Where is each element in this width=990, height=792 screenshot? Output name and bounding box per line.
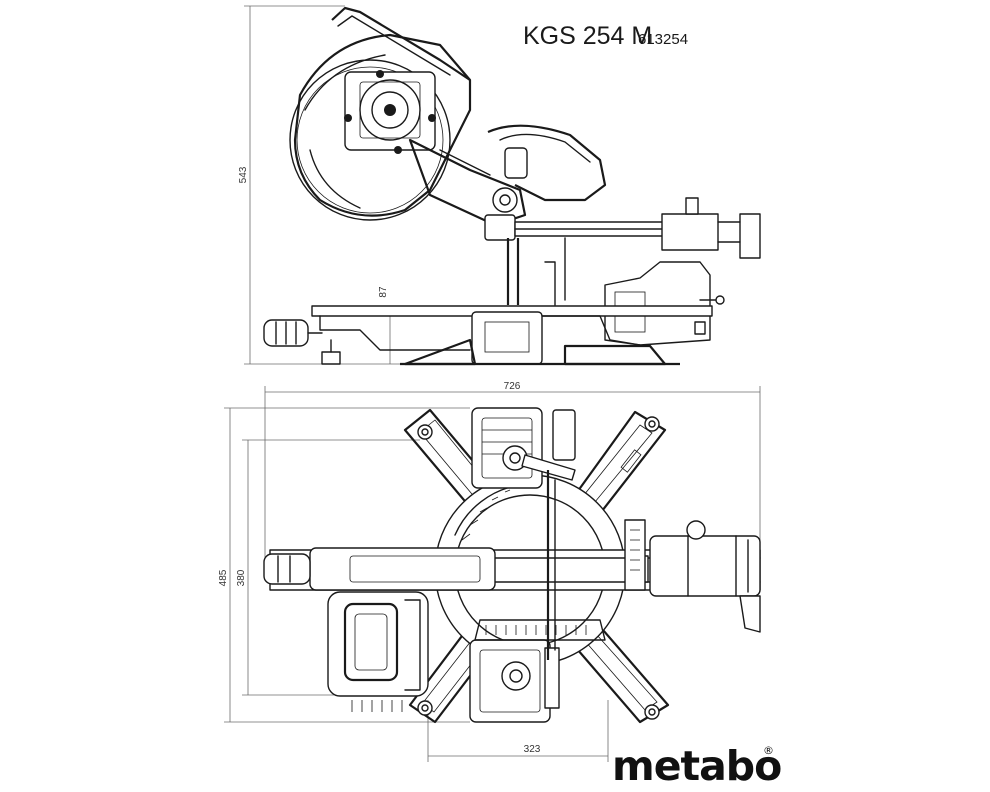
dim-label-depth-inner: 380 <box>236 569 247 586</box>
saw-blade <box>289 59 451 221</box>
turntable-lock <box>471 311 543 365</box>
front-knob-top <box>263 553 311 585</box>
grip-handle <box>487 124 607 202</box>
rear-motor-box <box>649 535 761 597</box>
registered-mark: ® <box>763 744 774 757</box>
rear-bracket <box>739 213 761 259</box>
blade-guard <box>293 33 472 217</box>
side-view: 543 87 <box>238 5 761 366</box>
brand-logo: metabo <box>612 742 782 790</box>
motor-body-top <box>327 591 429 697</box>
dim-label-height: 543 <box>238 166 249 183</box>
top-view: 726 485 380 323 <box>218 381 761 762</box>
bevel-housing <box>604 261 711 346</box>
top-handle <box>331 6 471 81</box>
grip-top <box>309 547 496 591</box>
model-title: KGS 254 M <box>523 22 653 50</box>
rail-housing <box>661 213 719 251</box>
rear-fence-block <box>471 407 543 489</box>
saw-arm <box>408 138 527 227</box>
dim-label-base-width: 323 <box>524 744 541 755</box>
article-number: 613254 <box>638 31 689 48</box>
dim-label-depth: 485 <box>218 569 229 586</box>
dim-label-table-height: 87 <box>378 286 389 298</box>
dim-label-width: 726 <box>504 381 521 392</box>
